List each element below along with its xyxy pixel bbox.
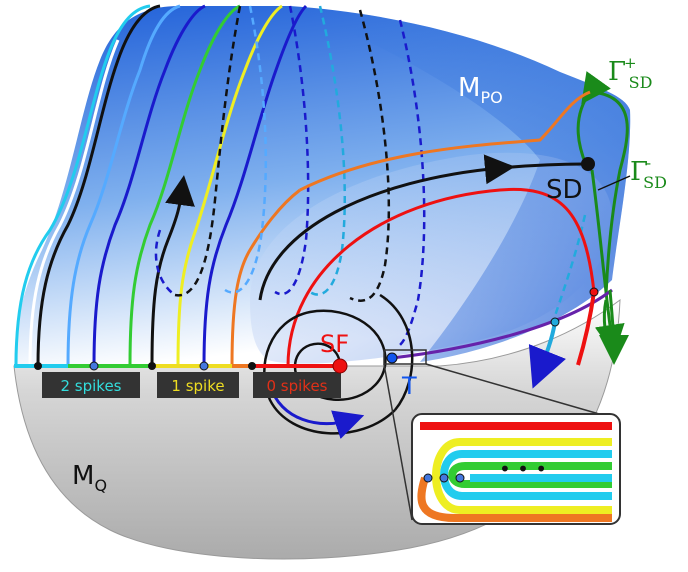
zoom-line-2 <box>383 363 413 521</box>
label-sd: SD <box>546 175 583 205</box>
zoom-box <box>383 349 427 365</box>
traj-cyan-white <box>28 39 120 367</box>
zoom-line-1 <box>425 363 621 421</box>
dashed-return-3 <box>224 5 268 294</box>
spike-tag-2-text: 2 spikes <box>60 377 121 395</box>
traj-black-1 <box>36 4 161 367</box>
spike-tag-0-text: 0 spikes <box>266 377 327 395</box>
baseline-dots <box>34 361 256 371</box>
spike-tag-0: 0 spikes <box>253 372 341 398</box>
exit-cyan <box>528 321 566 389</box>
dashed-return-5 <box>309 5 346 296</box>
traj-orange-sd <box>299 90 591 192</box>
label-t: T <box>401 372 417 400</box>
sd-point <box>581 157 595 171</box>
cyan-point <box>550 317 560 327</box>
inset-dots: • • • <box>499 457 547 481</box>
label-m-q: MQ <box>72 461 107 495</box>
sd-orbit-right <box>589 90 629 296</box>
basin-oval <box>250 152 613 364</box>
dashed-return-1 <box>154 229 176 297</box>
spike-tag-1-text: 1 spike <box>171 377 224 395</box>
traj-black-sd <box>258 154 585 301</box>
spike-tag-2: 2 spikes <box>42 372 140 398</box>
sf-point <box>332 358 348 374</box>
label-gamma-minus: Γ-SD <box>630 154 667 192</box>
traj-green-1 <box>128 4 241 367</box>
traj-yellow-1 <box>176 4 283 367</box>
traj-black-2 <box>150 175 195 367</box>
dashed-return-8 <box>551 214 587 323</box>
traj-blue-1 <box>92 4 206 367</box>
dashed-return-2 <box>174 5 242 297</box>
inset-panel: • • • <box>411 413 621 525</box>
label-m-po: MPO <box>458 73 503 107</box>
exit-green <box>598 289 629 365</box>
traj-orange-1 <box>230 188 301 367</box>
spike-tag-1: 1 spike <box>157 372 239 398</box>
traj-blue-2 <box>202 4 308 367</box>
t-point <box>386 352 398 364</box>
purple-red-point <box>589 287 599 297</box>
gamma-minus-curve <box>590 169 625 355</box>
traj-lightblue-1 <box>66 4 181 367</box>
exit-red <box>576 291 596 366</box>
label-gamma-plus: Γ+SD <box>608 54 652 92</box>
traj-cyan <box>14 4 151 367</box>
label-sf: SF <box>320 330 349 358</box>
dashed-return-6 <box>349 9 391 302</box>
gamma-minus-pointer <box>597 175 631 191</box>
traj-red-sd <box>286 187 596 367</box>
